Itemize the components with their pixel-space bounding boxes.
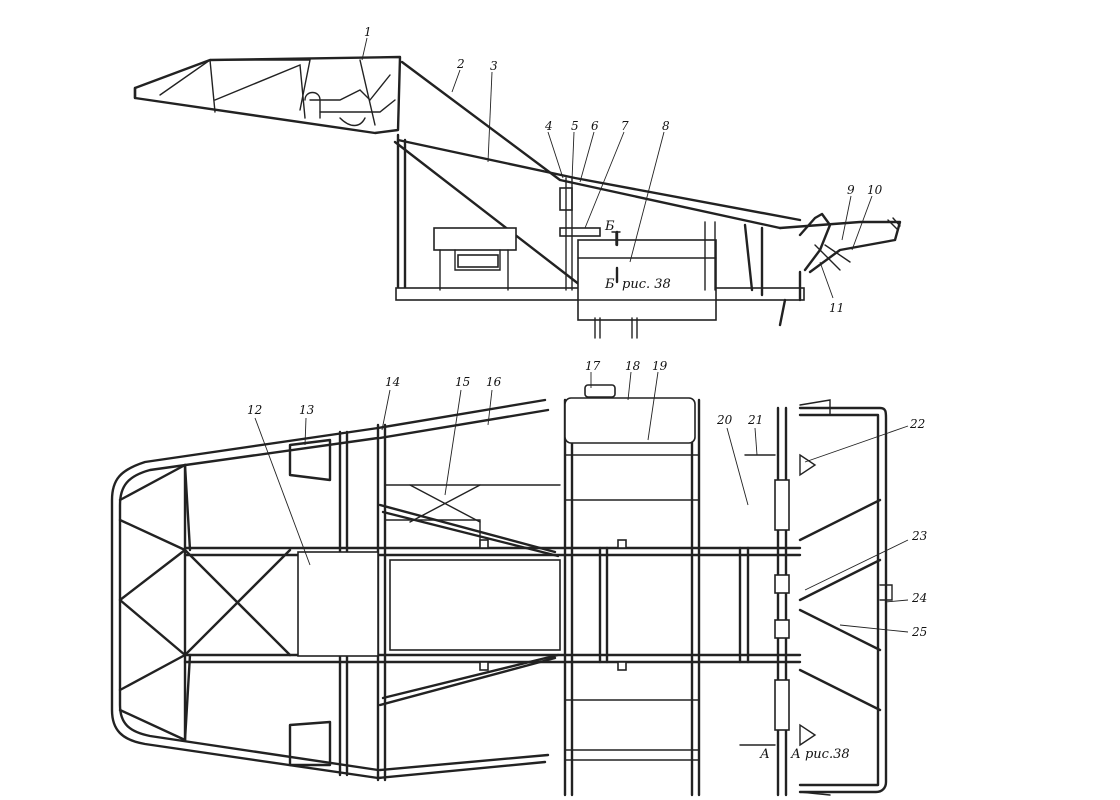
section-mark-bottom: Б bbox=[604, 277, 615, 292]
part-label: 4 bbox=[544, 119, 553, 133]
seat-block bbox=[433, 227, 517, 291]
top-view bbox=[110, 384, 893, 797]
part-label: 2 bbox=[456, 57, 465, 71]
part-label: 11 bbox=[829, 301, 844, 315]
part-label: 3 bbox=[490, 59, 498, 73]
part-label: 24 bbox=[911, 591, 927, 605]
rail-3 bbox=[396, 138, 802, 222]
part-label: 20 bbox=[716, 413, 733, 427]
front-suspension bbox=[739, 399, 893, 797]
section-figure-ref: рис. 38 bbox=[622, 277, 671, 292]
part-label: 13 bbox=[299, 403, 315, 417]
part-label: 7 bbox=[621, 119, 629, 133]
part-label: 10 bbox=[867, 183, 883, 197]
part-label: 18 bbox=[625, 359, 641, 373]
part-label: 16 bbox=[486, 375, 502, 389]
rear-post bbox=[396, 133, 407, 292]
rear-loop bbox=[110, 426, 380, 780]
section-references: Б Б рис. 38 А А рис.38 bbox=[604, 219, 850, 762]
view-figure-ref: А рис.38 bbox=[790, 747, 850, 762]
seat-plate bbox=[297, 551, 379, 657]
part-label: 12 bbox=[247, 403, 262, 417]
section-mark-top: Б bbox=[604, 219, 615, 234]
front-section bbox=[743, 212, 902, 327]
part-label: 23 bbox=[911, 529, 928, 543]
longitudinal-rail-left bbox=[183, 546, 802, 557]
part-label: 5 bbox=[571, 119, 579, 133]
tank-box bbox=[577, 221, 717, 339]
steering-column bbox=[559, 177, 621, 291]
rear-cage bbox=[133, 55, 402, 135]
tank-18 bbox=[564, 397, 696, 444]
part-label: 9 bbox=[847, 183, 855, 197]
leaders bbox=[254, 37, 909, 633]
part-label: 8 bbox=[662, 119, 670, 133]
part-label: 1 bbox=[364, 25, 372, 39]
top-rail-2 bbox=[400, 60, 782, 230]
part-label: 22 bbox=[909, 417, 925, 431]
side-view bbox=[133, 55, 902, 339]
part-label: 14 bbox=[385, 375, 400, 389]
diagonal-brace bbox=[393, 140, 582, 287]
view-mark: А bbox=[759, 747, 770, 762]
part-label: 6 bbox=[591, 119, 599, 133]
part-label: 19 bbox=[652, 359, 668, 373]
part-labels: 1 2 3 4 5 6 7 8 9 10 11 12 13 14 15 16 1… bbox=[247, 25, 928, 639]
part-label: 15 bbox=[455, 375, 470, 389]
part-label: 25 bbox=[911, 625, 927, 639]
part-label: 21 bbox=[747, 413, 763, 427]
longitudinal-rail-right bbox=[183, 653, 802, 664]
part-label: 17 bbox=[585, 359, 601, 373]
